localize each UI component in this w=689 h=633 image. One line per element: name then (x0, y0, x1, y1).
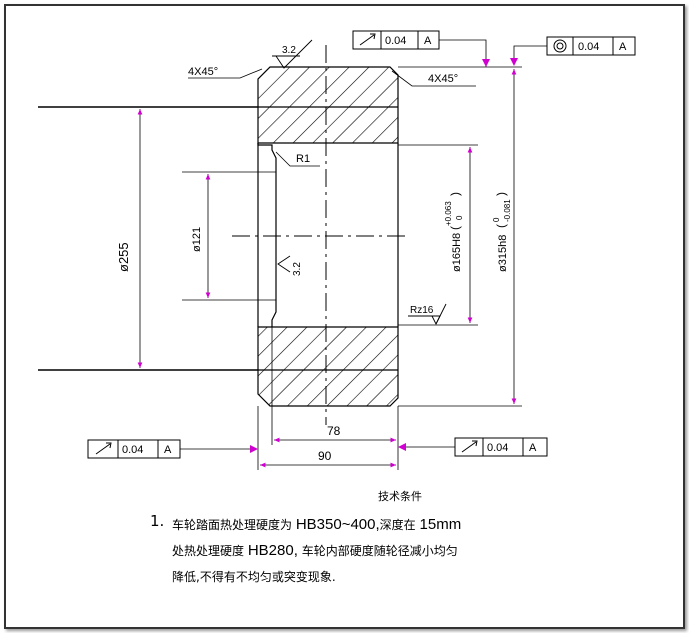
svg-text:R1: R1 (296, 153, 310, 165)
tolerance-frame-bottom-left: 0.04 A (87, 439, 258, 459)
svg-text:ø165H8: ø165H8 (451, 233, 463, 272)
notes-line-1: 车轮踏面热处理硬度为 HB350~400,深度在 15mm (172, 516, 462, 533)
dim-outer-left: ø255 (116, 242, 131, 272)
axle-lines (38, 106, 258, 371)
notes-line-2: 处热处理硬度 HB280, 车轮内部硬度随轮径减小均匀 (172, 542, 458, 559)
svg-text:0.04: 0.04 (385, 35, 406, 47)
svg-text:(: ( (448, 226, 462, 230)
dim-bore-small: ø121 (191, 227, 203, 252)
svg-text:(: ( (494, 224, 508, 228)
svg-text:+0.063: +0.063 (444, 201, 453, 226)
svg-text:Rz16: Rz16 (410, 305, 434, 316)
svg-text:-0.081: -0.081 (503, 199, 512, 222)
roughness-top-symbol: 3.2 (272, 39, 313, 69)
bore-outline (257, 143, 399, 327)
dimension-lines (137, 69, 517, 468)
svg-text:A: A (164, 444, 172, 456)
roughness-bore-symbol: 3.2 (277, 255, 303, 276)
roughness-rz-symbol: Rz16 (408, 303, 447, 326)
svg-text:A: A (619, 41, 627, 53)
dim-width-outer: 90 (318, 449, 332, 463)
svg-text:): ) (448, 192, 462, 196)
section-top (257, 66, 399, 144)
chamfer-right-callout: 4X45° (391, 70, 476, 87)
svg-text:3.2: 3.2 (282, 45, 296, 56)
svg-text:): ) (494, 192, 508, 196)
svg-text:4X45°: 4X45° (428, 73, 458, 85)
tolerance-frame-bottom-right: 0.04 A (398, 437, 548, 457)
notes-title: 技术条件 (378, 490, 422, 503)
notes-number: 1. (150, 512, 165, 530)
technical-notes: 技术条件 1. 车轮踏面热处理硬度为 HB350~400,深度在 15mm 处热… (150, 488, 610, 590)
center-lines (232, 45, 410, 425)
svg-text:0.04: 0.04 (578, 41, 599, 53)
tolerance-frame-top-concentricity: 0.04 A (510, 36, 636, 66)
svg-text:0.04: 0.04 (487, 442, 508, 454)
chamfer-left-callout: 4X45° (188, 66, 263, 79)
dim-outer-main: ø315h8 0 -0.081 ( ) (492, 192, 512, 272)
dim-bore-main: ø165H8 +0.063 0 ( ) (444, 192, 464, 272)
radius-callout: R1 (275, 151, 320, 167)
section-bottom (257, 326, 399, 407)
svg-text:0.04: 0.04 (122, 444, 143, 456)
svg-text:0: 0 (492, 217, 501, 222)
svg-text:A: A (529, 442, 537, 454)
svg-text:0: 0 (455, 215, 464, 220)
dim-width-inner: 78 (327, 424, 341, 438)
svg-text:A: A (424, 35, 432, 47)
extension-lines (182, 66, 522, 470)
notes-item: 1. 车轮踏面热处理硬度为 HB350~400,深度在 15mm 处热处理硬度 … (150, 512, 610, 590)
svg-text:ø315h8: ø315h8 (497, 235, 509, 272)
tolerance-frame-top-runout: 0.04 A (352, 30, 490, 67)
svg-text:3.2: 3.2 (292, 262, 303, 276)
svg-text:4X45°: 4X45° (188, 66, 218, 78)
notes-line-3: 降低,不得有不均匀或突变现象. (172, 570, 336, 584)
